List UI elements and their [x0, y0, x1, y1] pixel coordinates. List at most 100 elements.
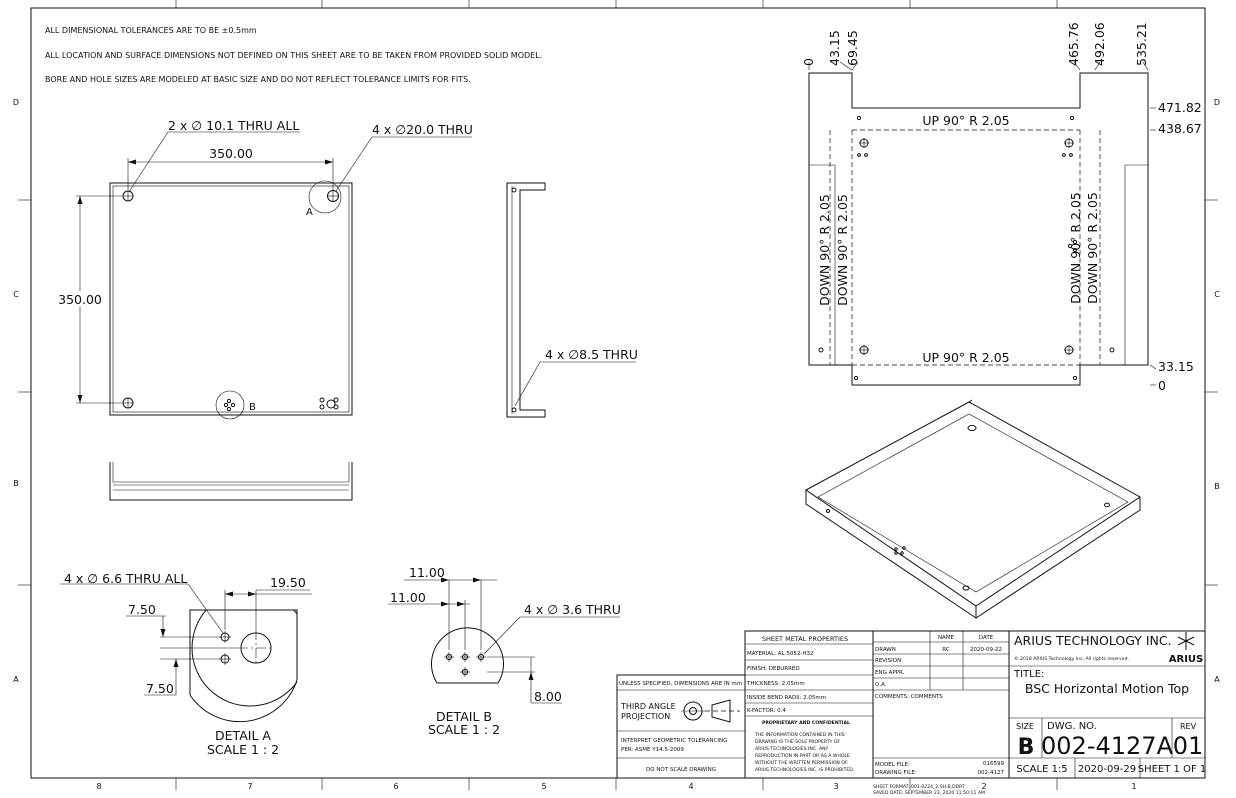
tb-model-file-label: MODEL FILE:: [875, 762, 910, 768]
detail-a-view: 4 x ∅ 6.6 THRU ALL 19.50 7.50 7.50 DETAI…: [60, 571, 312, 757]
tb-gdt-line-2: PER: ASME Y14.5-2009: [621, 747, 684, 753]
tb-revision-label: REVISION: [875, 658, 901, 664]
tb-units: UNLESS SPECIFIED, DIMENSIONS ARE IN mm: [619, 681, 742, 687]
tb-scale: SCALE 1:5: [1016, 764, 1067, 775]
bend-down-right-2: DOWN 90° R 2.05: [1085, 192, 1100, 304]
note-1: ALL DIMENSIONAL TOLERANCES ARE TO BE ±0.…: [45, 26, 257, 35]
zone-col-2: 2: [981, 782, 986, 791]
tb-copyright: © 2018 ARIUS Technology Inc. All rights …: [1014, 655, 1129, 662]
tb-prop-line-1: THE INFORMATION CONTAINED IN THIS: [754, 732, 845, 738]
tb-thickness: THICKNESS: 2.05mm: [746, 681, 805, 687]
tb-drawing-file: 002-4127: [978, 770, 1005, 776]
bend-down-left-1: DOWN 90° R 2.05: [817, 194, 832, 306]
front-view: B A 350.00 350.00 2 x ∅ 10.1 THRU ALL 4 …: [56, 118, 473, 420]
isometric-view: [805, 399, 1141, 619]
tb-do-not-scale: DO NOT SCALE DRAWING: [646, 767, 716, 773]
title-block: UNLESS SPECIFIED, DIMENSIONS ARE IN mm T…: [616, 630, 1207, 796]
detail-b-view: 11.00 11.00 4 x ∅ 3.6 THRU 8.00 DETAIL B…: [388, 565, 621, 737]
note-2: ALL LOCATION AND SURFACE DIMENSIONS NOT …: [45, 51, 542, 60]
note-3: BORE AND HOLE SIZES ARE MODELED AT BASIC…: [45, 75, 471, 84]
zone-row-c-left: C: [13, 290, 19, 299]
tb-prop-line-2: DRAWING IS THE SOLE PROPERTY OF: [755, 739, 840, 745]
detail-a-dim-1950: 19.50: [270, 575, 306, 590]
tb-rev: 01: [1173, 732, 1204, 760]
flat-dim-465: 465.76: [1066, 22, 1081, 66]
tb-sheet-format: SHEET FORMAT: 001-0224_2.SH.B.DDRT: [873, 784, 965, 790]
detail-b-hole-note: 4 x ∅ 3.6 THRU: [524, 602, 621, 617]
detail-a-callout-circle: [308, 180, 342, 214]
tb-company: ARIUS TECHNOLOGY INC.: [1014, 633, 1172, 648]
zone-col-4: 4: [688, 782, 693, 791]
tb-prop-line-3: ARIUS TECHNOLOGIES INC. ANY: [755, 746, 829, 752]
zone-col-7: 7: [247, 782, 252, 791]
flat-dim-0b: 0: [1158, 378, 1166, 393]
tb-size: B: [1018, 735, 1035, 760]
tb-gdt-line-1: INTERPRET GEOMETRIC TOLERANCING: [621, 738, 727, 744]
tb-prop-line-6: ARIUS TECHNOLOGIES INC. IS PROHIBITED.: [755, 767, 854, 773]
general-notes: ALL DIMENSIONAL TOLERANCES ARE TO BE ±0.…: [45, 26, 542, 84]
front-hole-note-1: 2 x ∅ 10.1 THRU ALL: [168, 118, 299, 133]
tb-prop-line-4: REPRODUCTION IN PART OR AS A WHOLE: [755, 753, 850, 759]
arius-logo-icon: [1177, 632, 1195, 650]
tb-drawn-label: DRAWN: [875, 647, 896, 653]
detail-a-title: DETAIL A: [215, 728, 271, 743]
tb-qa-label: Q.A.: [875, 682, 887, 688]
third-angle-projection-icon: [681, 699, 740, 723]
zone-row-c-right: C: [1214, 290, 1220, 299]
bend-up-top: UP 90° R 2.05: [922, 113, 1009, 128]
tb-material: MATERIAL: AL 5052-H32: [747, 651, 813, 657]
detail-a-scale: SCALE 1 : 2: [207, 742, 279, 757]
tb-prop-title: PROPRIETARY AND CONFIDENTIAL: [762, 720, 850, 726]
detail-a-dim-750-bot: 7.50: [146, 681, 174, 696]
flat-dim-471: 471.82: [1158, 100, 1202, 115]
zone-ticks: [18, 0, 1218, 790]
zone-col-5: 5: [541, 782, 546, 791]
zone-row-d-right: D: [1214, 98, 1220, 107]
tb-drawn-date: 2020-09-22: [970, 647, 1002, 653]
detail-b-dim-800: 8.00: [534, 689, 562, 704]
tb-title-label: TITLE:: [1013, 669, 1044, 680]
side-view: 4 x ∅8.5 THRU: [506, 182, 638, 418]
flat-dim-438: 438.67: [1158, 121, 1202, 136]
tb-comments: COMMENTS: COMMENTS: [875, 694, 943, 700]
flat-pattern-view: UP 90° R 2.05 UP 90° R 2.05 DOWN 90° R 2…: [801, 22, 1202, 393]
tb-size-label: SIZE: [1016, 722, 1034, 731]
bottom-edge-view: [109, 462, 353, 501]
tb-projection-line-2: PROJECTION: [621, 712, 670, 721]
side-hole-note: 4 x ∅8.5 THRU: [545, 347, 638, 362]
detail-b-scale: SCALE 1 : 2: [428, 722, 500, 737]
zone-row-d-left: D: [13, 98, 19, 107]
zone-col-8: 8: [96, 782, 101, 791]
front-hole-note-2: 4 x ∅20.0 THRU: [372, 122, 473, 137]
zone-row-a-right: A: [1214, 675, 1220, 684]
zone-row-b-right: B: [1214, 482, 1220, 491]
detail-a-hole-note: 4 x ∅ 6.6 THRU ALL: [64, 571, 187, 586]
zone-col-3: 3: [833, 782, 838, 791]
tb-sheet: SHEET 1 OF 1: [1138, 764, 1207, 775]
flat-dim-535: 535.21: [1134, 22, 1149, 66]
detail-b-title: DETAIL B: [436, 709, 492, 724]
flat-dim-43: 43.15: [827, 30, 842, 66]
zone-row-b-left: B: [13, 479, 19, 488]
zone-col-1: 1: [1131, 782, 1136, 791]
tb-bend-radii: INSIDE BEND RADII: 2.05mm: [747, 695, 826, 701]
tb-drawn-name: RC: [942, 647, 950, 653]
flat-dim-33: 33.15: [1158, 359, 1194, 374]
bend-up-bottom: UP 90° R 2.05: [922, 350, 1009, 365]
zone-labels: 8 7 6 5 4 3 2 1 D C B A D C B A: [13, 98, 1220, 791]
flat-dim-492: 492.06: [1092, 22, 1107, 66]
tb-drawing-file-label: DRAWING FILE:: [875, 770, 917, 776]
tb-date: 2020-09-29: [1078, 764, 1136, 775]
zone-col-6: 6: [393, 782, 398, 791]
front-width-dim: 350.00: [209, 146, 253, 161]
tb-title: BSC Horizontal Motion Top: [1025, 681, 1189, 696]
tb-dwg-label: DWG. NO.: [1047, 721, 1097, 732]
tb-saved-date: SAVED DATE: SEPTEMBER 23, 2020 11:50:11 …: [873, 790, 985, 796]
flat-dim-0: 0: [801, 58, 816, 66]
detail-a-dim-750-top: 7.50: [128, 602, 156, 617]
bend-down-left-2: DOWN 90° R 2.05: [835, 194, 850, 306]
front-height-dim: 350.00: [58, 292, 102, 307]
bend-down-right-1: DOWN 90° R 2.05: [1068, 192, 1083, 304]
tb-rev-label: REV: [1180, 722, 1197, 731]
